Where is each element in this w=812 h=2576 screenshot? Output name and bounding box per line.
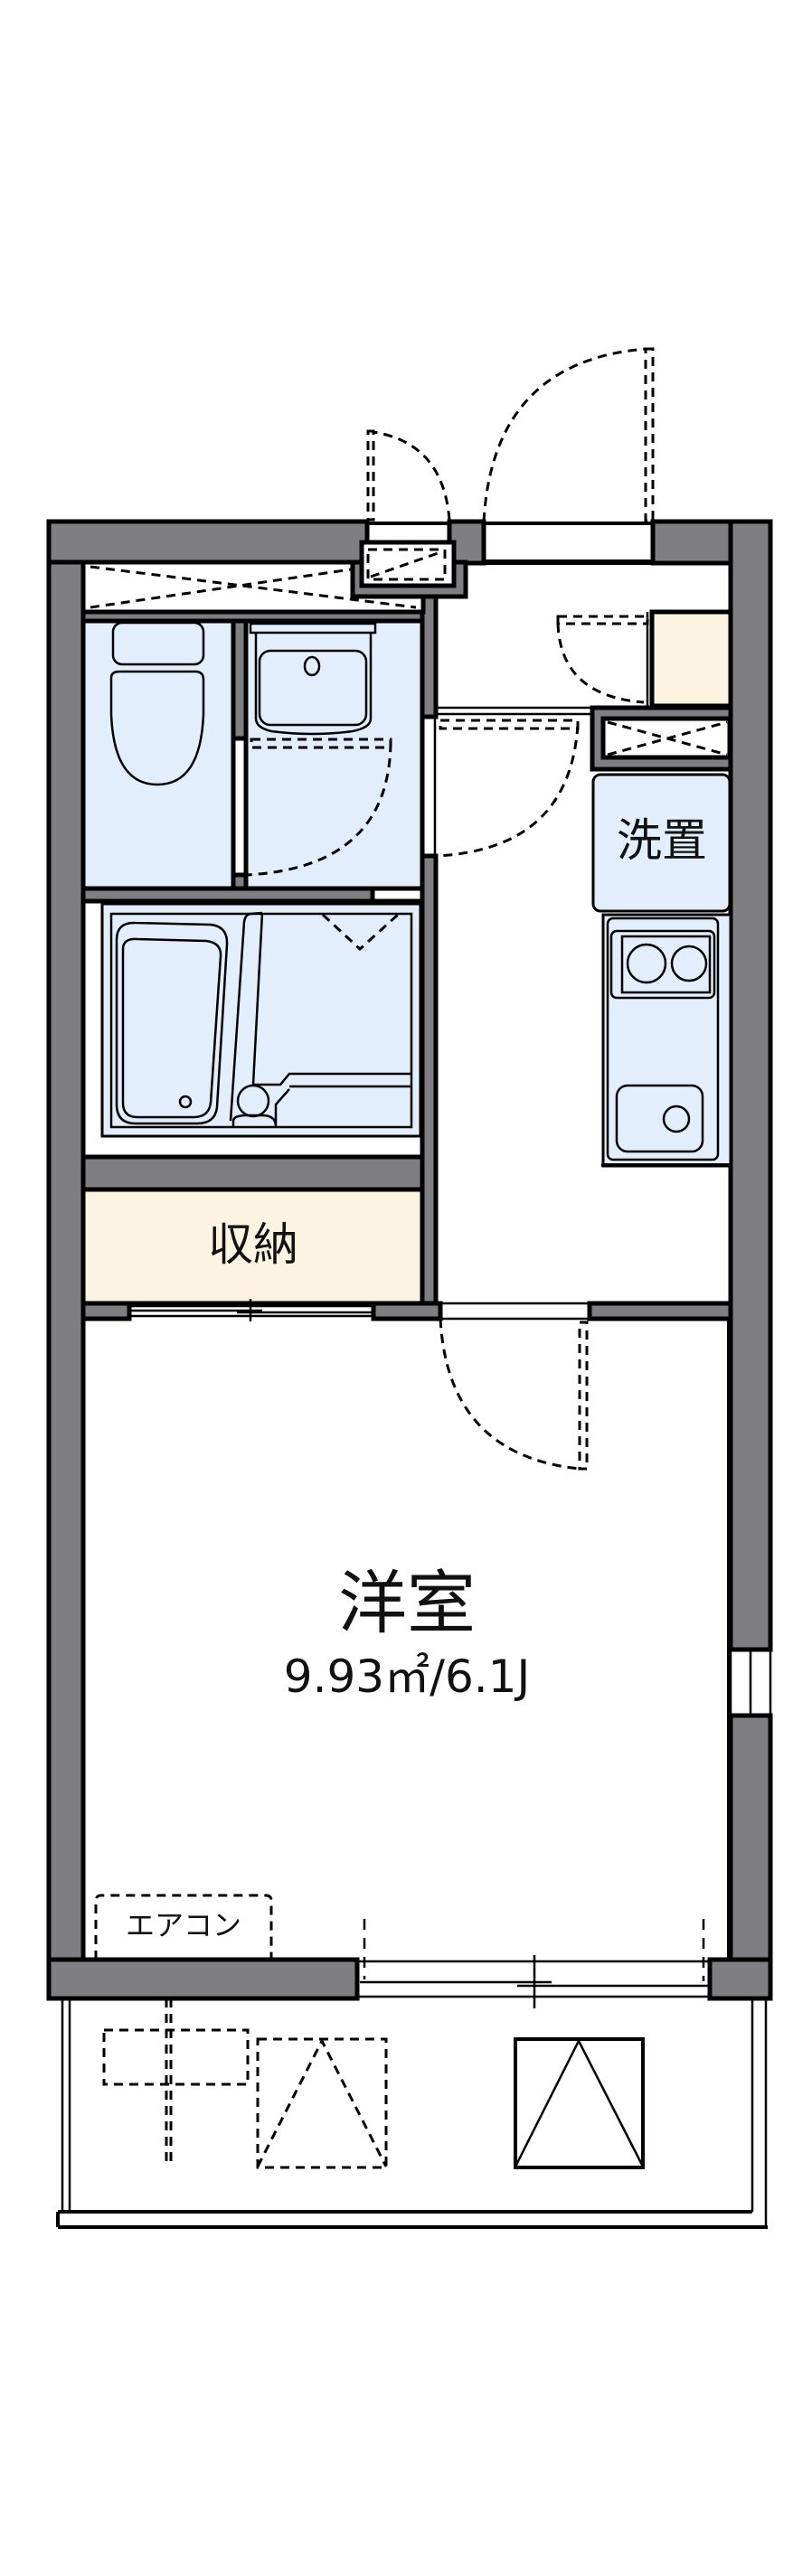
washer-space (591, 773, 732, 913)
stove (609, 929, 716, 1000)
burner-left (626, 943, 667, 984)
toilet-tank (111, 621, 205, 666)
balcony-window[interactable] (357, 1919, 710, 2008)
toilet-door[interactable] (232, 737, 247, 877)
wash-room (243, 618, 425, 891)
evacuation-hatch (514, 2037, 645, 2169)
sink-counter (254, 633, 373, 736)
burner-right (670, 945, 708, 982)
faucet (303, 655, 321, 677)
side-window[interactable] (729, 1648, 772, 1717)
sink-basin (258, 649, 368, 727)
room-door[interactable] (439, 1302, 591, 1471)
storage-label: 収納 (208, 1218, 298, 1271)
exterior-walls (46, 519, 773, 2001)
western-room (81, 1319, 731, 1960)
bathtub-drain (178, 1095, 193, 1109)
western-room-area: 9.93㎡/6.1J (283, 1650, 531, 1703)
kitchen-counter (601, 913, 732, 1168)
upper-closet (80, 559, 426, 615)
corridor-kitchen (434, 561, 729, 1303)
floor-hatch (600, 716, 732, 760)
evacuation-hatch-dashed (256, 2037, 388, 2169)
corridor-door[interactable] (435, 719, 580, 858)
kitchen-sink (615, 1084, 704, 1153)
meter-box (348, 540, 468, 599)
bathtub (115, 921, 229, 1125)
aircon-outdoor-unit (102, 1998, 250, 2167)
aircon-label: エアコン (125, 1908, 241, 1942)
aircon-outline (94, 1894, 273, 1960)
meter-door[interactable] (366, 429, 451, 522)
kitchen-drain (662, 1105, 691, 1133)
entrance-door[interactable] (482, 347, 655, 522)
wash-door[interactable] (421, 715, 437, 858)
western-room-label: 洋室 (338, 1563, 476, 1643)
toilet-bowl (109, 670, 205, 786)
shoe-cabinet (556, 609, 733, 709)
storage-closet (80, 1187, 425, 1321)
balcony (56, 1998, 768, 2229)
toilet-room (80, 618, 236, 891)
washer-space-label: 洗置 (617, 814, 707, 867)
bathroom (80, 898, 425, 1160)
